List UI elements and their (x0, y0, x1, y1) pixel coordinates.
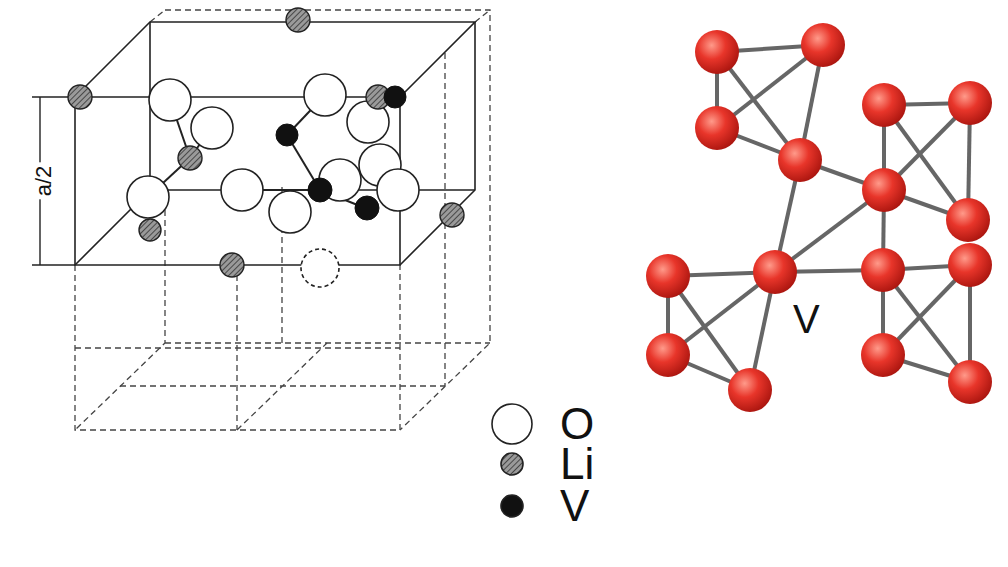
atom-label: V (793, 299, 820, 339)
legend-text: Li (560, 442, 594, 486)
solid-cell (75, 22, 475, 265)
oxygen-atoms (127, 74, 419, 287)
dimension-bracket (32, 97, 75, 265)
vanadium-balls (646, 23, 992, 412)
legend-swatch (501, 495, 523, 517)
vanadium-atoms (276, 86, 406, 220)
dashed-cell (75, 10, 490, 430)
legend-text: V (560, 484, 589, 528)
legend-text: O (560, 402, 594, 446)
legend-swatch (492, 404, 532, 444)
dimension-label: a/2 (32, 163, 56, 200)
legend-swatch (501, 453, 523, 475)
lithium-atoms (68, 8, 464, 277)
tetrahedra-bonds (668, 45, 970, 390)
